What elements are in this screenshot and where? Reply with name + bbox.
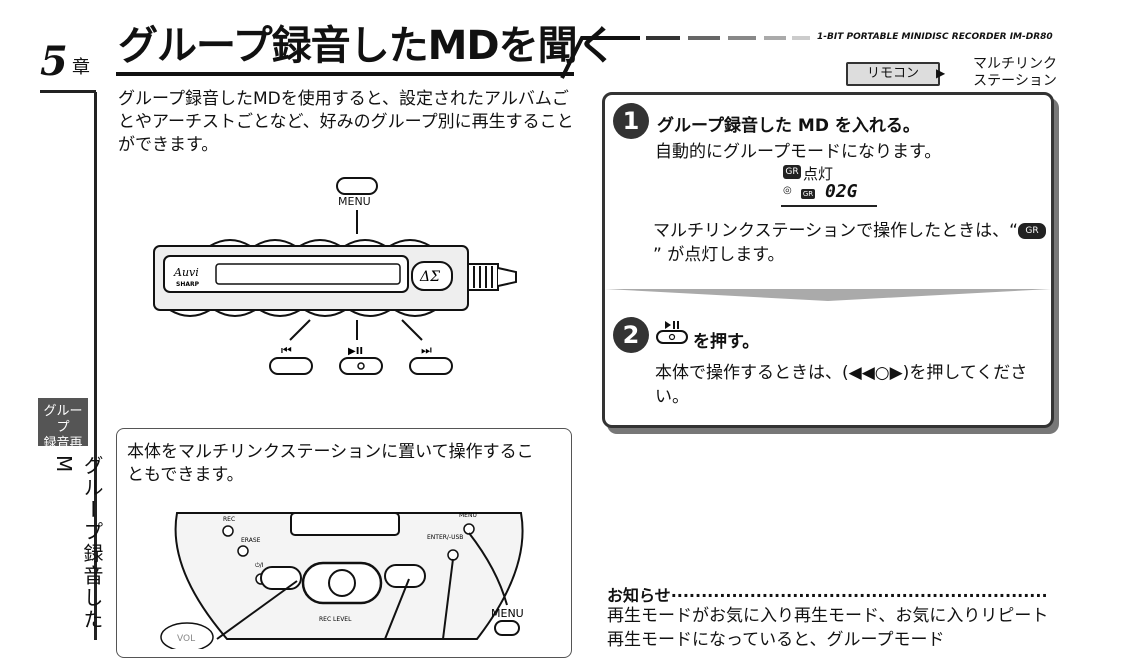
remote-badge: リモコン xyxy=(846,62,940,86)
step1-note: マルチリンクステーションで操作したときは、“GR ” が点灯します。 xyxy=(653,219,1053,267)
lcd-label: 点灯 xyxy=(803,165,834,183)
notice-text: 再生モードがお気に入り再生モード、お気に入りリピート再生モードになっていると、グ… xyxy=(607,606,1049,650)
next-symbol: ⏭ xyxy=(421,343,432,357)
step1-desc: 自動的にグループモードになります。 xyxy=(655,142,942,162)
header-dash-decoration xyxy=(560,36,810,79)
lcd-small-gr-icon: GR xyxy=(801,189,815,199)
delta-sigma-logo: ΔΣ xyxy=(419,269,440,285)
station-badge: マルチリンク ステーション xyxy=(960,56,1070,90)
chapter-rail-cap xyxy=(40,90,96,93)
disc-icon: ◎ xyxy=(783,185,792,196)
menu-big-label: MENU xyxy=(491,607,524,620)
notice-dots: ········································… xyxy=(670,586,1047,605)
erase-label: ERASE xyxy=(241,537,261,544)
power-label: ⏻/I xyxy=(255,562,264,569)
intro-text: グループ録音したMDを使用すると、設定されたアルバムごとやアーチストごとなど、好… xyxy=(118,89,574,155)
menu-small-button-icon xyxy=(463,523,475,535)
prev-button-icon xyxy=(269,357,313,375)
step1-number: 1 xyxy=(613,103,649,139)
steps-panel: 1 グループ録音した MD を入れる。 自動的にグループモードになります。 GR… xyxy=(602,92,1054,428)
play-pause-station-button-icon xyxy=(384,564,426,588)
model-name: 1-BIT PORTABLE MINIDISC RECORDER IM-DR80 xyxy=(817,32,1053,42)
step1-title: グループ録音した MD を入れる。 xyxy=(657,116,920,136)
enter-label: ENTER/-USB xyxy=(427,534,463,541)
step-divider xyxy=(605,289,1051,301)
rec-label: REC xyxy=(223,516,235,523)
sharp-logo: SHARP xyxy=(176,281,200,288)
section-vertical-title: グループ録音したM xyxy=(52,455,104,631)
step2-desc: 本体で操作するときは、(◀◀○▶)を押してください。 xyxy=(655,363,1028,407)
step1-note-before: マルチリンクステーションで操作したときは、“ xyxy=(653,221,1018,241)
station-diagram: REC ERASE ⏻/I REC LEVEL ENTER/-USB MENU … xyxy=(160,512,524,649)
enter-button-icon xyxy=(447,549,459,561)
next-button-icon xyxy=(409,357,453,375)
menu-big-button-icon xyxy=(494,620,520,636)
lcd-display-box xyxy=(781,183,877,207)
chapter-number: 5 xyxy=(40,38,68,85)
play-button-icon xyxy=(339,357,383,375)
step1-note-after: ” が点灯します。 xyxy=(653,245,785,265)
station-badge-line2: ステーション xyxy=(973,73,1057,89)
lcd-display: 02G xyxy=(825,181,858,202)
rec-button-icon xyxy=(222,525,234,537)
remote-arrow-icon: ▶ xyxy=(936,66,946,80)
step2-title: を押す。 xyxy=(693,332,760,352)
remote-control-diagram: Auvi SHARP ΔΣ ⏮ ▶II ⏭ xyxy=(153,177,517,375)
menu-button-icon xyxy=(336,177,378,195)
notice-title: お知らせ····································… xyxy=(607,582,1047,606)
stop-button-icon xyxy=(260,566,302,590)
page-title: グループ録音したMDを聞く xyxy=(118,23,617,69)
step2-number: 2 xyxy=(613,317,649,353)
erase-button-icon xyxy=(237,545,249,557)
gr-inline-icon: GR xyxy=(1017,223,1046,239)
title-underline xyxy=(116,72,574,76)
menu-label: MENU xyxy=(338,195,371,208)
notice-title-text: お知らせ xyxy=(607,586,671,605)
station-info-box: 本体をマルチリンクステーションに置いて操作することもできます。 REC ERAS… xyxy=(116,428,572,658)
chapter-rail xyxy=(94,92,97,640)
station-text: 本体をマルチリンクステーションに置いて操作することもできます。 xyxy=(127,442,534,485)
section-tab-line2: 録音再生 xyxy=(43,436,83,467)
menu-small-label: MENU xyxy=(459,512,477,519)
chapter-suffix: 章 xyxy=(72,57,90,78)
prev-symbol: ⏮ xyxy=(281,343,292,357)
play-pause-button-icon xyxy=(656,321,688,344)
auvi-logo: Auvi xyxy=(173,266,199,279)
section-tab-line1: グループ xyxy=(43,404,83,435)
vol-label: VOL xyxy=(177,634,195,644)
station-badge-line1: マルチリンク xyxy=(973,56,1057,72)
lcd-gr-indicator-icon: GR xyxy=(783,165,801,179)
rec-level-label: REC LEVEL xyxy=(319,616,352,623)
section-tab[interactable]: グループ 録音再生 xyxy=(38,398,88,467)
play-symbol: ▶II xyxy=(348,346,363,357)
